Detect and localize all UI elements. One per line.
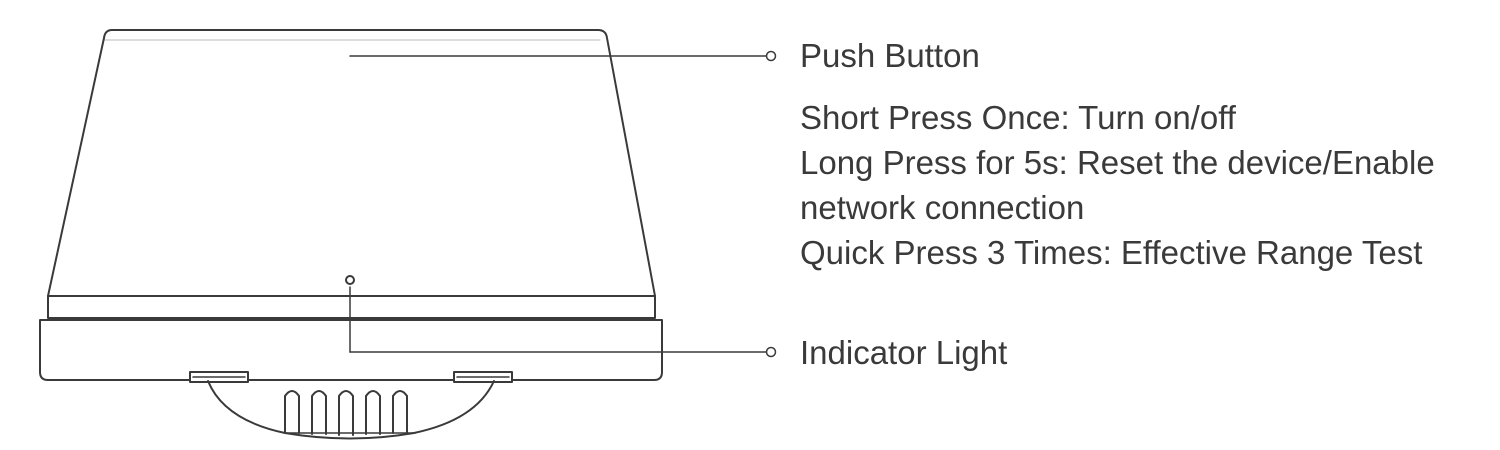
short-press-text: Short Press Once: Turn on/off <box>800 99 1236 136</box>
push-button-label: Push Button <box>800 37 980 74</box>
long-press-text-continued: network connection <box>800 189 1085 226</box>
switch-housing <box>39 319 663 381</box>
indicator-light-label: Indicator Light <box>800 334 1008 371</box>
long-press-text: Long Press for 5s: Reset the device/Enab… <box>800 144 1435 181</box>
indicator-light-leader <box>349 286 777 358</box>
indicator-light-dot <box>345 275 355 285</box>
push-button-description: Short Press Once: Turn on/off Long Press… <box>800 95 1435 275</box>
push-button-leader <box>349 50 777 62</box>
mounting-clips <box>189 371 513 383</box>
push-button-panel[interactable] <box>47 29 656 319</box>
quick-press-text: Quick Press 3 Times: Effective Range Tes… <box>800 234 1423 271</box>
terminal-block <box>207 380 495 440</box>
